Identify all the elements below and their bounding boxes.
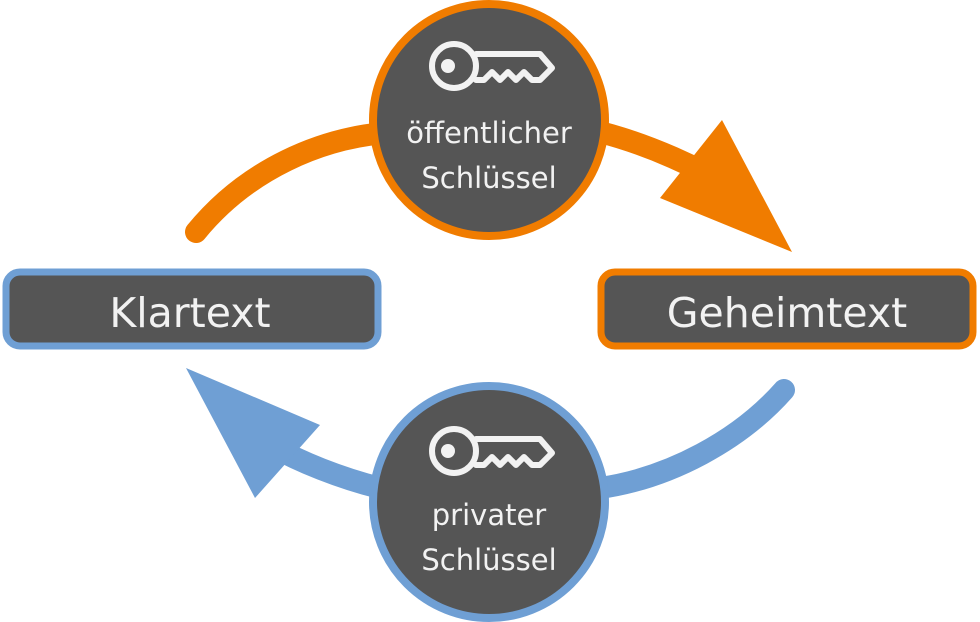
private-key-line1: privater bbox=[432, 498, 547, 532]
ciphertext-label: Geheimtext bbox=[667, 289, 907, 337]
private-key-line2: Schlüssel bbox=[421, 543, 556, 577]
public-key-line2: Schlüssel bbox=[421, 161, 556, 195]
decryption-arrowhead bbox=[186, 368, 320, 498]
plaintext-box: Klartext bbox=[2, 268, 382, 350]
encryption-arrowhead bbox=[660, 120, 792, 252]
public-key-node: öffentlicher Schlüssel bbox=[369, 0, 609, 240]
public-key-line1: öffentlicher bbox=[406, 116, 572, 150]
key-icon bbox=[429, 41, 555, 91]
plaintext-label: Klartext bbox=[109, 289, 270, 337]
key-icon bbox=[429, 426, 555, 476]
private-key-node: privater Schlüssel bbox=[369, 382, 609, 622]
ciphertext-box: Geheimtext bbox=[597, 268, 977, 350]
